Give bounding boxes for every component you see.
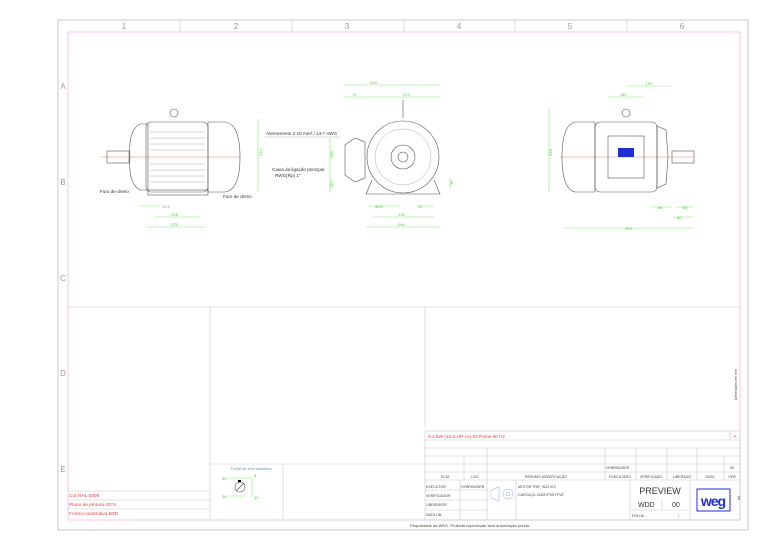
dimension-label: 140: [620, 92, 627, 97]
sheet-format: A3: [737, 496, 741, 500]
document-revision: 00: [672, 502, 680, 509]
dimension-label: 132: [329, 181, 334, 188]
dimension-label: 318: [370, 80, 377, 85]
column-label: 3: [345, 22, 350, 31]
header-verified: VERIFICADO: [640, 475, 662, 479]
dimension-label: 170: [645, 81, 652, 86]
eyebolt: [621, 108, 631, 118]
dimension-label: 216: [398, 212, 405, 217]
dimension-label: 55.5: [375, 204, 384, 209]
executor-value: HYBRISUSER: [461, 485, 485, 489]
dimension-label: 50: [222, 476, 227, 481]
dimension-label: 134: [329, 151, 334, 158]
column-headers: 1 2 3 4 5 6: [122, 20, 685, 32]
terminal-box-thread-label: RWG(Rp) 1": [275, 173, 301, 178]
header-date: DATA: [705, 475, 715, 479]
svg-text:weg: weg: [700, 493, 726, 509]
feet: [365, 179, 441, 195]
dimension-label: 23.5: [162, 204, 171, 209]
paint-color-note: Cor RAL 5009: [69, 493, 100, 499]
revision-top: 00: [730, 466, 734, 470]
row-label: A: [60, 82, 66, 91]
dimension-label: 89: [658, 205, 663, 210]
dimension-label: 318: [548, 149, 553, 156]
shaft-end-title: Ponta de eixo dianteira: [231, 466, 273, 471]
status-label: PREVIEW: [639, 486, 681, 496]
description-line: CARCAÇA 132M IP55 TFVE: [518, 493, 564, 497]
shaft: [106, 150, 130, 164]
motor-spec: 9.2 kW (12.5 HP-cv) 02 Polos 60 Hz: [428, 434, 506, 440]
weg-nameplate: [618, 148, 634, 157]
terminal-box-cover: [607, 135, 645, 179]
mounting-note: Forma construtiva B3D: [69, 511, 119, 517]
sheet-value: /: [678, 514, 679, 518]
verifier-label: VERIFICADOR: [426, 494, 451, 498]
fan-cover: [207, 121, 241, 193]
weg-logo: weg: [696, 488, 731, 512]
dimension-label: 80: [683, 205, 688, 210]
end-shield: [366, 120, 440, 194]
side-view: 274 23.5 178 225 Furo de dreno Furo de d…: [100, 108, 263, 228]
sheet-label: FOLHA: [632, 514, 645, 518]
drain-hole-label: Furo de dreno: [100, 189, 129, 194]
shaft-end-detail: Ponta de eixo dianteira 50 38 8 33: [222, 466, 272, 500]
paint-plan-note: Plano de pintura 207A: [69, 502, 117, 508]
user-top: HYBRISUSER: [606, 466, 630, 470]
fan-cover: [561, 121, 596, 193]
dimension-label: 79: [352, 92, 357, 97]
document-code: WDD: [638, 502, 655, 509]
row-headers: A B C D E: [60, 82, 66, 474]
header-summary: RESUMO MODIFICAÇÃO: [525, 474, 567, 479]
header-loc: LOC: [471, 475, 479, 479]
description-line: MOTOR TRIF. W22 IE3: [518, 485, 556, 489]
eyebolt: [169, 108, 179, 118]
dimension-label: 38: [222, 494, 227, 499]
row-label: C: [60, 274, 66, 283]
column-label: 6: [680, 22, 685, 31]
column-label: 2: [234, 22, 239, 31]
feet: [147, 189, 209, 196]
shaft: [671, 150, 695, 164]
outer-frame: [57, 19, 749, 531]
footer-notice: Propriedade da WEG. Proibida reprodução …: [410, 523, 530, 528]
header-ecm: ECM: [441, 475, 449, 479]
dimension-label: 33: [254, 495, 259, 500]
grounding-label: Aterramento 2-10 mm² / 14-7 AWG: [266, 131, 337, 136]
front-view: 318 79 272 134 132 18 55.5 12 216 246 At…: [265, 80, 454, 228]
row-label: D: [60, 369, 66, 378]
column-label: 4: [457, 22, 462, 31]
revision-letter: A: [733, 434, 737, 440]
dimension-label: 272: [403, 92, 410, 97]
header-version: VER: [728, 475, 736, 479]
dimension-label: 60: [677, 215, 682, 220]
dimension-label: 246: [398, 222, 405, 227]
executor-label: EXECUTOR: [426, 485, 446, 489]
releaser-label: LIBERADOR: [426, 503, 447, 507]
terminal-box-label: Caixa de ligação principal: [272, 167, 324, 172]
dimension-label: 18: [449, 180, 454, 185]
terminal-box: [344, 137, 366, 183]
title-block: 9.2 kW (12.5 HP-cv) 02 Polos 60 Hz A HYB…: [424, 430, 741, 521]
projection-symbol-icon: [490, 486, 514, 502]
dimension-label: 274: [258, 149, 263, 156]
inner-frame: [67, 31, 741, 521]
rear-view: 170 140 318 89 80 60 493: [548, 81, 695, 231]
row-label: E: [60, 465, 65, 474]
dimension-label: 225: [171, 222, 178, 227]
drain-hole-label: Furo de dreno: [223, 194, 252, 199]
release-date-label: DATA LIB.: [426, 513, 442, 517]
dimension-label: 178: [171, 212, 178, 217]
dimension-label: 12: [418, 204, 423, 209]
row-label: B: [60, 178, 65, 187]
header-released: LIBERADO: [673, 475, 691, 479]
header-executed: EXECUTADO: [609, 475, 631, 479]
units-note: Dimensões em mm: [734, 369, 738, 400]
column-label: 5: [568, 22, 573, 31]
dimension-label: 493: [625, 226, 632, 231]
notes: Cor RAL 5009 Plano de pintura 207A Forma…: [68, 490, 210, 517]
dimension-label: 8: [254, 473, 257, 478]
column-label: 1: [122, 22, 127, 31]
